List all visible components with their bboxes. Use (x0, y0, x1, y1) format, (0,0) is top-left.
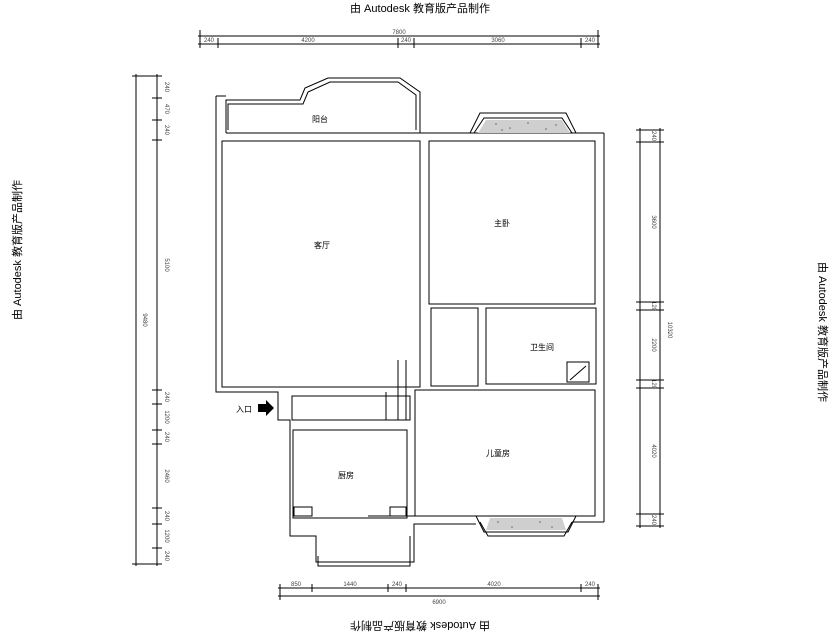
dim-left-4: 240 (163, 392, 169, 403)
room-kitchen: 厨房 (338, 470, 354, 480)
dim-top-0: 240 (204, 38, 215, 44)
dim-bottom-total: 6900 (432, 600, 446, 606)
watermark-top: 由 Autodesk 教育版产品制作 (350, 3, 490, 15)
dim-top-total: 7800 (392, 30, 406, 36)
dim-bottom-0: 850 (291, 582, 302, 588)
dim-right-2: 120 (650, 301, 656, 312)
dim-bottom-4: 240 (585, 582, 596, 588)
dim-right-1: 3600 (650, 215, 656, 229)
room-bedroom: 儿童房 (486, 448, 510, 458)
dim-left-2: 240 (163, 125, 169, 136)
dim-top-2: 240 (401, 38, 412, 44)
dim-right-3: 2200 (650, 338, 656, 352)
dim-left-1: 470 (163, 104, 169, 115)
dim-right-total: 10320 (666, 322, 672, 339)
room-bathroom: 卫生间 (530, 342, 554, 352)
dim-left-total: 9480 (141, 313, 147, 327)
dim-left-7: 2460 (163, 469, 169, 483)
dim-bottom-2: 240 (392, 582, 403, 588)
dim-top-4: 240 (585, 38, 596, 44)
dim-right-5: 4020 (650, 444, 656, 458)
dim-top-3: 3060 (491, 38, 505, 44)
entry-arrow-icon (258, 400, 274, 416)
dim-right-0: 240 (650, 131, 656, 142)
entry-label: 入口 (236, 405, 252, 414)
room-living: 客厅 (314, 240, 330, 250)
dim-left-5: 1200 (163, 410, 169, 424)
dim-top-1: 4200 (301, 38, 315, 44)
dim-right-6: 240 (650, 515, 656, 526)
dim-left-9: 1200 (163, 529, 169, 543)
room-master-bedroom: 主卧 (494, 218, 510, 228)
dim-right-4: 120 (650, 379, 656, 390)
dim-left-8: 240 (163, 511, 169, 522)
room-balcony: 阳台 (312, 114, 328, 124)
dim-bottom-1: 1440 (343, 582, 357, 588)
dim-left-6: 240 (163, 432, 169, 443)
dim-bottom-3: 4020 (487, 582, 501, 588)
dim-left-10: 240 (163, 551, 169, 562)
dim-left-0: 240 (163, 82, 169, 93)
dim-left-3: 5100 (163, 258, 169, 272)
